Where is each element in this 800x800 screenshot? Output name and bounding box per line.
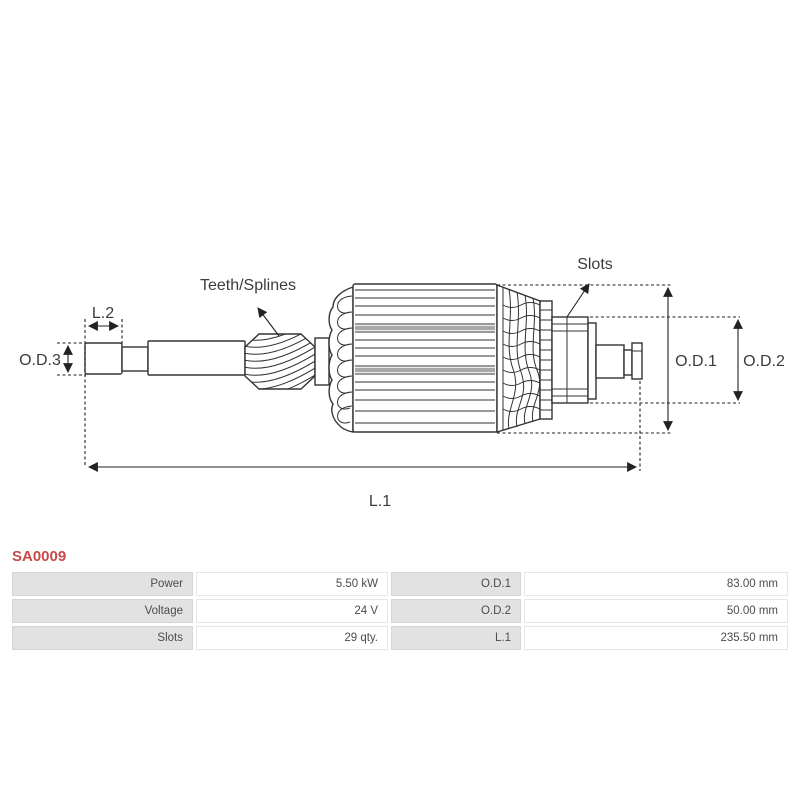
spline-hatching [245, 334, 315, 389]
lamination-lines [355, 289, 495, 424]
spec-label-cell: Slots [12, 626, 193, 650]
commutator [551, 316, 589, 404]
stub-ring [623, 349, 633, 376]
spline-collar [314, 337, 330, 386]
spec-row: Voltage 24 V O.D.2 50.00 mm [12, 599, 788, 623]
stub-end-cap [631, 342, 643, 380]
spec-value-cell: 24 V [196, 599, 388, 623]
spec-label-cell: Voltage [12, 599, 193, 623]
extension-lines [57, 284, 740, 471]
shaft [147, 340, 246, 376]
spec-label-cell: Power [12, 572, 193, 596]
right-winding-weave [502, 287, 541, 430]
slots-leader [566, 283, 590, 318]
left-winding-loops [337, 295, 353, 424]
spec-value-cell: 29 qty. [196, 626, 388, 650]
dimension-label-od2: O.D.2 [743, 353, 785, 370]
armature-technical-diagram: Teeth/Splines Slots O.D.3 L.2 O.D.1 O.D.… [19, 256, 785, 510]
commutator-flange [587, 322, 597, 400]
shaft-end-cap [84, 342, 123, 375]
armature-drawing-svg: Teeth/Splines Slots O.D.3 L.2 O.D.1 O.D.… [19, 256, 785, 510]
dimension-label-l1: L.1 [369, 493, 391, 510]
left-winding-end [328, 286, 354, 433]
spec-value-cell: 50.00 mm [524, 599, 788, 623]
spec-value-cell: 5.50 kW [196, 572, 388, 596]
spec-value-cell: 83.00 mm [524, 572, 788, 596]
commutator-lines [552, 317, 588, 403]
shaft-stub [595, 344, 625, 379]
dimension-label-od1: O.D.1 [675, 353, 717, 370]
lamination-bands [355, 325, 495, 373]
spec-label-cell: O.D.1 [391, 572, 521, 596]
armature-shapes [84, 283, 643, 433]
teeth-splines-leader [257, 307, 280, 337]
spec-value-cell: 235.50 mm [524, 626, 788, 650]
callout-label-teeth-splines: Teeth/Splines [200, 277, 296, 294]
callout-label-slots: Slots [577, 256, 613, 273]
spec-row: Power 5.50 kW O.D.1 83.00 mm [12, 572, 788, 596]
spec-label-cell: O.D.2 [391, 599, 521, 623]
spec-table: Power 5.50 kW O.D.1 83.00 mm Voltage 24 … [12, 572, 788, 650]
dimension-label-l2: L.2 [92, 305, 114, 322]
riser-dividers [540, 309, 552, 411]
part-spec-section: SA0009 Power 5.50 kW O.D.1 83.00 mm Volt… [12, 548, 788, 650]
part-number: SA0009 [12, 548, 67, 565]
shaft-step-ring [121, 346, 149, 372]
spec-label-cell: L.1 [391, 626, 521, 650]
spec-row: Slots 29 qty. L.1 235.50 mm [12, 626, 788, 650]
dimension-label-od3: O.D.3 [19, 352, 61, 369]
dimension-lines [57, 283, 743, 472]
